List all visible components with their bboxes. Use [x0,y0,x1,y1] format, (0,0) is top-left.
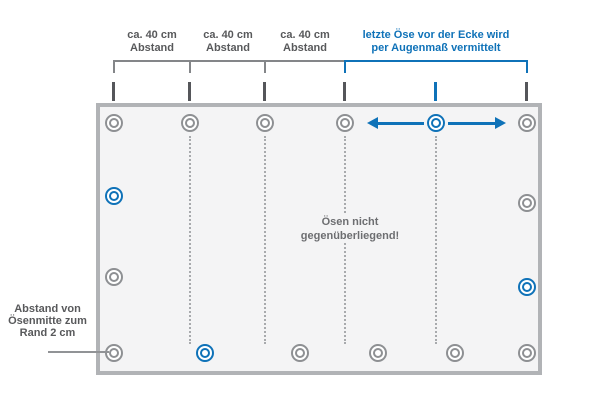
arrow-left-icon [367,117,378,129]
spacing-label-2-line2: Abstand [206,42,250,54]
bracket-tick [189,60,191,73]
eyelet-blue [518,278,536,296]
eyelet-gray [105,344,123,362]
eyelet-gray [446,344,464,362]
edge-distance-line1: Abstand von [14,303,81,315]
spacing-label-3-line2: Abstand [283,42,327,54]
spacing-label-1: ca. 40 cm Abstand [112,29,192,55]
eyelet-gray [105,114,123,132]
column-tick [263,82,266,101]
bracket-tick [526,60,528,73]
bracket-gray [113,60,346,62]
column-tick [343,82,346,101]
eyelet-blue [196,344,214,362]
eyelet-gray [369,344,387,362]
last-eyelet-label: letzte Öse vor der Ecke wird per Augenma… [331,29,541,55]
guide-line [264,136,266,344]
center-note-line1: Ösen nicht [321,216,379,228]
spacing-label-1-line1: ca. 40 cm [127,29,177,41]
guide-line [189,136,191,344]
guide-line [435,136,437,344]
arrow-right-line [448,122,496,125]
eyelet-gray [291,344,309,362]
last-eyelet-label-line1: letzte Öse vor der Ecke wird [362,29,510,41]
center-note: Ösen nicht gegenüberliegend! [270,215,430,243]
spacing-label-2-line1: ca. 40 cm [203,29,253,41]
column-tick-blue [434,82,437,101]
eyelet-gray [105,268,123,286]
edge-distance-line3: Rand 2 cm [19,327,76,339]
column-tick [188,82,191,101]
spacing-label-2: ca. 40 cm Abstand [188,29,268,55]
eyelet-blue [105,187,123,205]
arrow-right-icon [495,117,506,129]
center-note-line2: gegenüberliegend! [300,230,400,242]
edge-distance-label: Abstand von Ösenmitte zum Rand 2 cm [0,303,95,339]
eyelet-gray [256,114,274,132]
column-tick [525,82,528,101]
column-tick [112,82,115,101]
arrow-left-line [377,122,424,125]
bracket-tick [113,60,115,73]
spacing-label-3: ca. 40 cm Abstand [265,29,345,55]
eyelet-gray [181,114,199,132]
last-eyelet-label-line2: per Augenmaß vermittelt [371,42,501,54]
eyelet-blue [427,114,445,132]
eyelet-gray [518,194,536,212]
eyelet-gray [518,114,536,132]
eyelet-gray [336,114,354,132]
spacing-label-1-line2: Abstand [130,42,174,54]
bracket-tick [264,60,266,73]
edge-distance-line2: Ösenmitte zum [8,315,87,327]
bracket-tick [344,60,346,73]
bracket-blue [344,60,528,62]
edge-distance-pointer-line [48,351,109,353]
spacing-label-3-line1: ca. 40 cm [280,29,330,41]
eyelet-gray [518,344,536,362]
